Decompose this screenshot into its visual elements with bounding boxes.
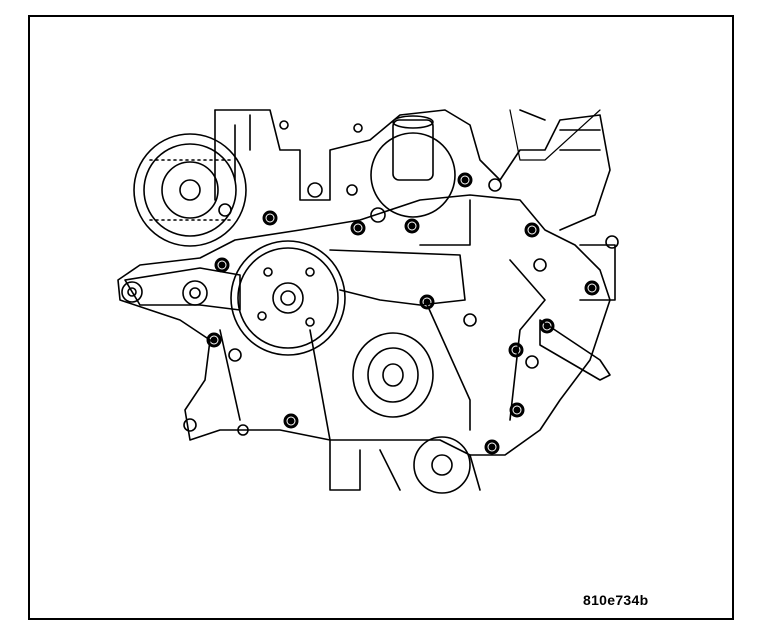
crankshaft-seal-icon [352,332,434,418]
bolt-icon [419,294,435,310]
bolt-icon [206,332,222,348]
crankshaft-sprocket-icon [413,436,471,494]
bolt-icon [508,342,524,358]
bolt-icon [509,402,525,418]
thermostat-housing [370,115,456,218]
water-pump-pulley-icon [230,240,346,356]
bolt-icon [214,257,230,273]
bolt-icon [457,172,473,188]
highlighted-bolts [206,172,600,455]
bolt-icon [524,222,540,238]
right-bracket [539,319,611,381]
bolt-icon [484,439,500,455]
timing-cover-outline [117,194,611,456]
figure-frame [28,15,734,620]
bolt-icon [350,220,366,236]
camshaft-sprocket-icon [133,133,247,247]
bolt-icon [283,413,299,429]
figure-id-label: 810e734b [583,592,649,608]
bolt-icon [539,318,555,334]
bolt-icon [262,210,278,226]
left-bracket [124,267,241,311]
bolt-icon [584,280,600,296]
mounting-holes [183,120,547,436]
bolt-icon [404,218,420,234]
